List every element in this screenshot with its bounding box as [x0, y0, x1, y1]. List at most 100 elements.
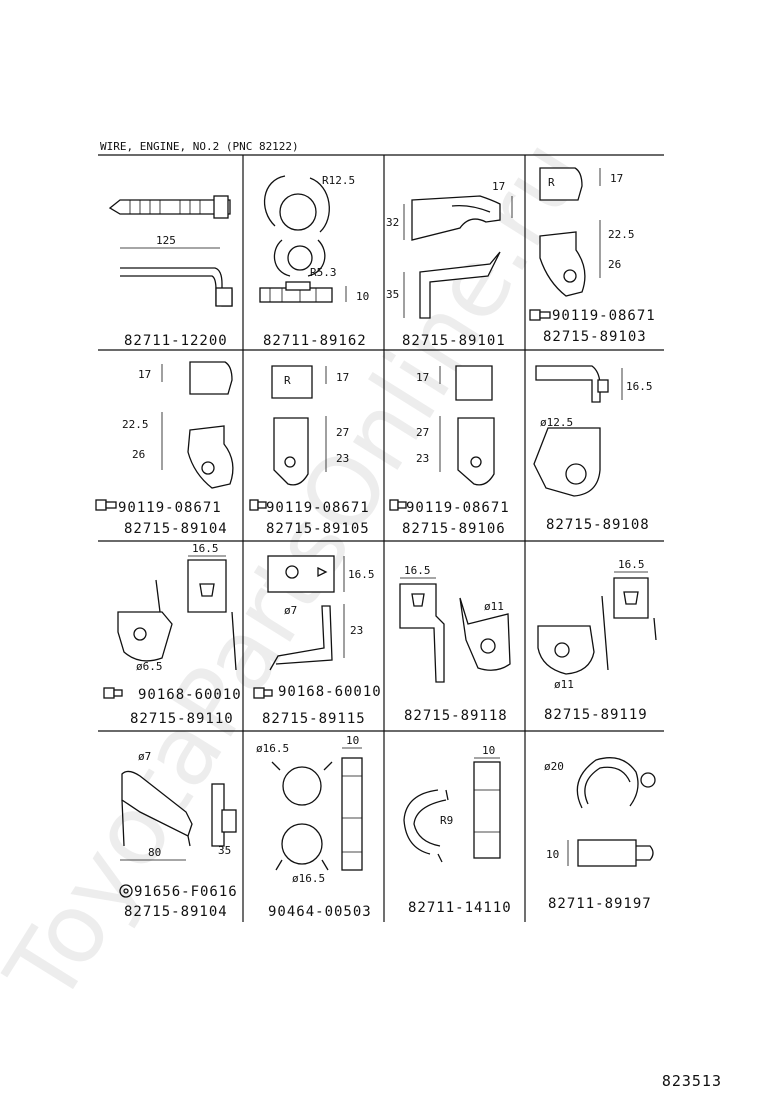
dim-label: 17	[610, 172, 623, 185]
cell-82715-89106: 17 27 23 90119-08671 82715-89106	[389, 365, 510, 537]
cell-82715-89101: 17 32 35 82715-89101	[386, 180, 513, 349]
bolt-part-number: 90119-08671	[266, 500, 370, 516]
dim-label: 10	[546, 848, 559, 861]
cell-82715-89108: 16.5 ø12.5 82715-89108	[533, 365, 653, 533]
cell-82715-89119: 16.5 ø11 82715-89119	[537, 558, 657, 723]
part-number: 82715-89101	[402, 333, 506, 349]
dim-label: 27	[336, 426, 349, 439]
dim-label: 16.5	[348, 568, 375, 581]
cell-82715-89110: 16.5 ø6.5 90168-60010 82715-89110	[103, 542, 242, 727]
dim-label: 27	[416, 426, 429, 439]
dim-label: 17	[138, 368, 151, 381]
bracket-drawing	[455, 365, 495, 486]
part-number: 82715-89103	[543, 329, 647, 345]
bolt-part-number: 90119-08671	[118, 500, 222, 516]
dim-label: ø12.5	[540, 416, 573, 429]
part-number: 82715-89106	[402, 521, 506, 537]
dim-label: R5.3	[310, 266, 337, 279]
dim-label: 26	[132, 448, 145, 461]
dim-label: 16.5	[404, 564, 431, 577]
bolt-icon	[389, 499, 407, 511]
dim-label: 10	[356, 290, 369, 303]
double-clip-drawing	[271, 757, 363, 871]
dim-label: 17	[336, 371, 349, 384]
dim-label: 22.5	[122, 418, 149, 431]
washer-icon	[119, 884, 133, 898]
bracket-drawing	[411, 195, 501, 319]
bolt-icon	[95, 499, 117, 511]
dim-label: 26	[608, 258, 621, 271]
dim-label: 35	[386, 288, 399, 301]
dim-label: R	[284, 374, 291, 387]
bracket-drawing	[399, 583, 511, 683]
bracket-drawing	[117, 559, 237, 671]
dim-label: 80	[148, 846, 161, 859]
part-number: 82715-89104	[124, 904, 228, 920]
cell-82715-89105: R 17 27 23 90119-08671 82715-89105	[249, 365, 370, 537]
dim-label: 17	[416, 371, 429, 384]
dim-label: 10	[482, 744, 495, 757]
bolt-part-number: 90168-60010	[138, 687, 242, 703]
dim-label: R12.5	[322, 174, 355, 187]
dim-label: ø16.5	[292, 872, 325, 885]
dim-label: R9	[440, 814, 453, 827]
dim-label: 23	[416, 452, 429, 465]
part-number: 82715-89104	[124, 521, 228, 537]
parts-grid	[98, 155, 664, 922]
dim-label: ø7	[284, 604, 297, 617]
dim-label: 32	[386, 216, 399, 229]
bolt-part-number: 91656-F0616	[134, 884, 238, 900]
bolt-icon	[529, 309, 551, 321]
bolt-part-number: 90119-08671	[552, 308, 656, 324]
dim-label: 125	[156, 234, 176, 247]
cell-82711-89197: ø20 10 82711-89197	[544, 757, 656, 912]
dim-label: 10	[346, 734, 359, 747]
dim-label: ø7	[138, 750, 151, 763]
bracket-drawing	[537, 577, 657, 675]
bolt-part-number: 90119-08671	[406, 500, 510, 516]
part-number: 82715-89110	[130, 711, 234, 727]
bolt-part-number: 90168-60010	[278, 684, 382, 700]
cell-82715-89104: 17 22.5 26 90119-08671 82715-89104	[95, 361, 234, 537]
part-number: 82715-89108	[546, 517, 650, 533]
part-number: 82711-12200	[124, 333, 228, 349]
dim-label: 23	[336, 452, 349, 465]
dim-label: 22.5	[608, 228, 635, 241]
part-number: 90464-00503	[268, 904, 372, 920]
bolt-icon	[103, 687, 123, 699]
bracket-drawing	[187, 361, 234, 489]
part-number: 82715-89119	[544, 707, 648, 723]
double-clip-drawing	[259, 175, 333, 303]
cell-90464-00503: ø16.5 10 ø16.5 90464-00503	[256, 734, 372, 920]
bracket-drawing	[271, 365, 313, 486]
cell-82711-14110: 10 R9 82711-14110	[403, 744, 512, 916]
dim-label: ø11	[484, 600, 504, 613]
diagram-code: 823513	[661, 1072, 722, 1090]
cell-82715-89103: R 17 22.5 26 90119-08671 82715-89103	[529, 167, 656, 345]
part-number: 82711-14110	[408, 900, 512, 916]
diagram-header-title: WIRE, ENGINE, NO.2 (PNC 82122)	[100, 140, 299, 153]
part-number: 82715-89118	[404, 708, 508, 724]
cell-82715-89118: 16.5 ø11 82715-89118	[399, 564, 511, 724]
dim-label: 35	[218, 844, 231, 857]
bracket-drawing	[539, 167, 586, 297]
bolt-icon	[249, 499, 267, 511]
dim-label: 16.5	[192, 542, 219, 555]
dim-label: R	[548, 176, 555, 189]
dim-label: ø16.5	[256, 742, 289, 755]
dim-label: ø20	[544, 760, 564, 773]
bracket-drawing	[533, 365, 609, 497]
dim-label: ø6.5	[136, 660, 163, 673]
part-number: 82711-89197	[548, 896, 652, 912]
cell-82711-12200: 125 82711-12200	[108, 195, 233, 349]
bracket-drawing	[121, 770, 237, 847]
dim-label: 23	[350, 624, 363, 637]
cell-82715-89115: 16.5 ø7 23 90168-60010 82715-89115	[253, 555, 382, 727]
part-number: 82715-89115	[262, 711, 366, 727]
part-number: 82715-89105	[266, 521, 370, 537]
dim-label: ø11	[554, 678, 574, 691]
bolt-icon	[253, 687, 273, 699]
dim-label: 16.5	[618, 558, 645, 571]
cell-82715-89104-bottom: ø7 80 35 91656-F0616 82715-89104	[119, 750, 238, 920]
